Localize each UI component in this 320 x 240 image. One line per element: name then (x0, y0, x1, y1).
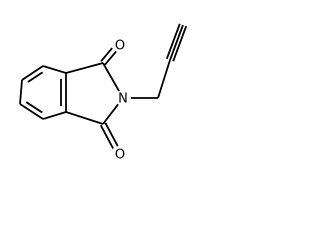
bond-c4-c5 (19, 103, 44, 120)
bond-c7-o1-a (104, 50, 117, 66)
bond-c3-c4 (19, 79, 23, 105)
atom-label-o1: O (115, 39, 125, 54)
bond-c10-c11-b (172, 25, 188, 62)
atom-label-n1: N (118, 92, 128, 107)
bond-c2-c3 (21, 65, 44, 81)
chemical-structure: O N O (19, 23, 188, 163)
bond-c8-o2-a (99, 124, 114, 150)
bond-c1-c7 (65, 62, 104, 74)
bond-c5-c6 (42, 111, 67, 120)
bond-c10-c11-a (169, 24, 184, 61)
bond-c10-c11-c (165, 23, 181, 60)
bond-c4-c5-inner (25, 101, 43, 114)
bond-c7-o1-b (100, 47, 113, 62)
bond-c6-c8 (65, 111, 104, 125)
bond-c9-c10 (157, 59, 171, 99)
bond-c7-n1 (102, 62, 120, 92)
bond-c2-c3-inner (27, 71, 44, 83)
structure-canvas: O N O (19, 23, 188, 163)
atom-labels-layer: O N O (115, 39, 128, 163)
atom-label-o2: O (115, 148, 125, 163)
bond-c8-o2-b (104, 122, 119, 147)
bond-c8-n1 (102, 103, 119, 125)
bonds-layer (19, 23, 188, 150)
bond-c1-c2 (42, 65, 67, 74)
